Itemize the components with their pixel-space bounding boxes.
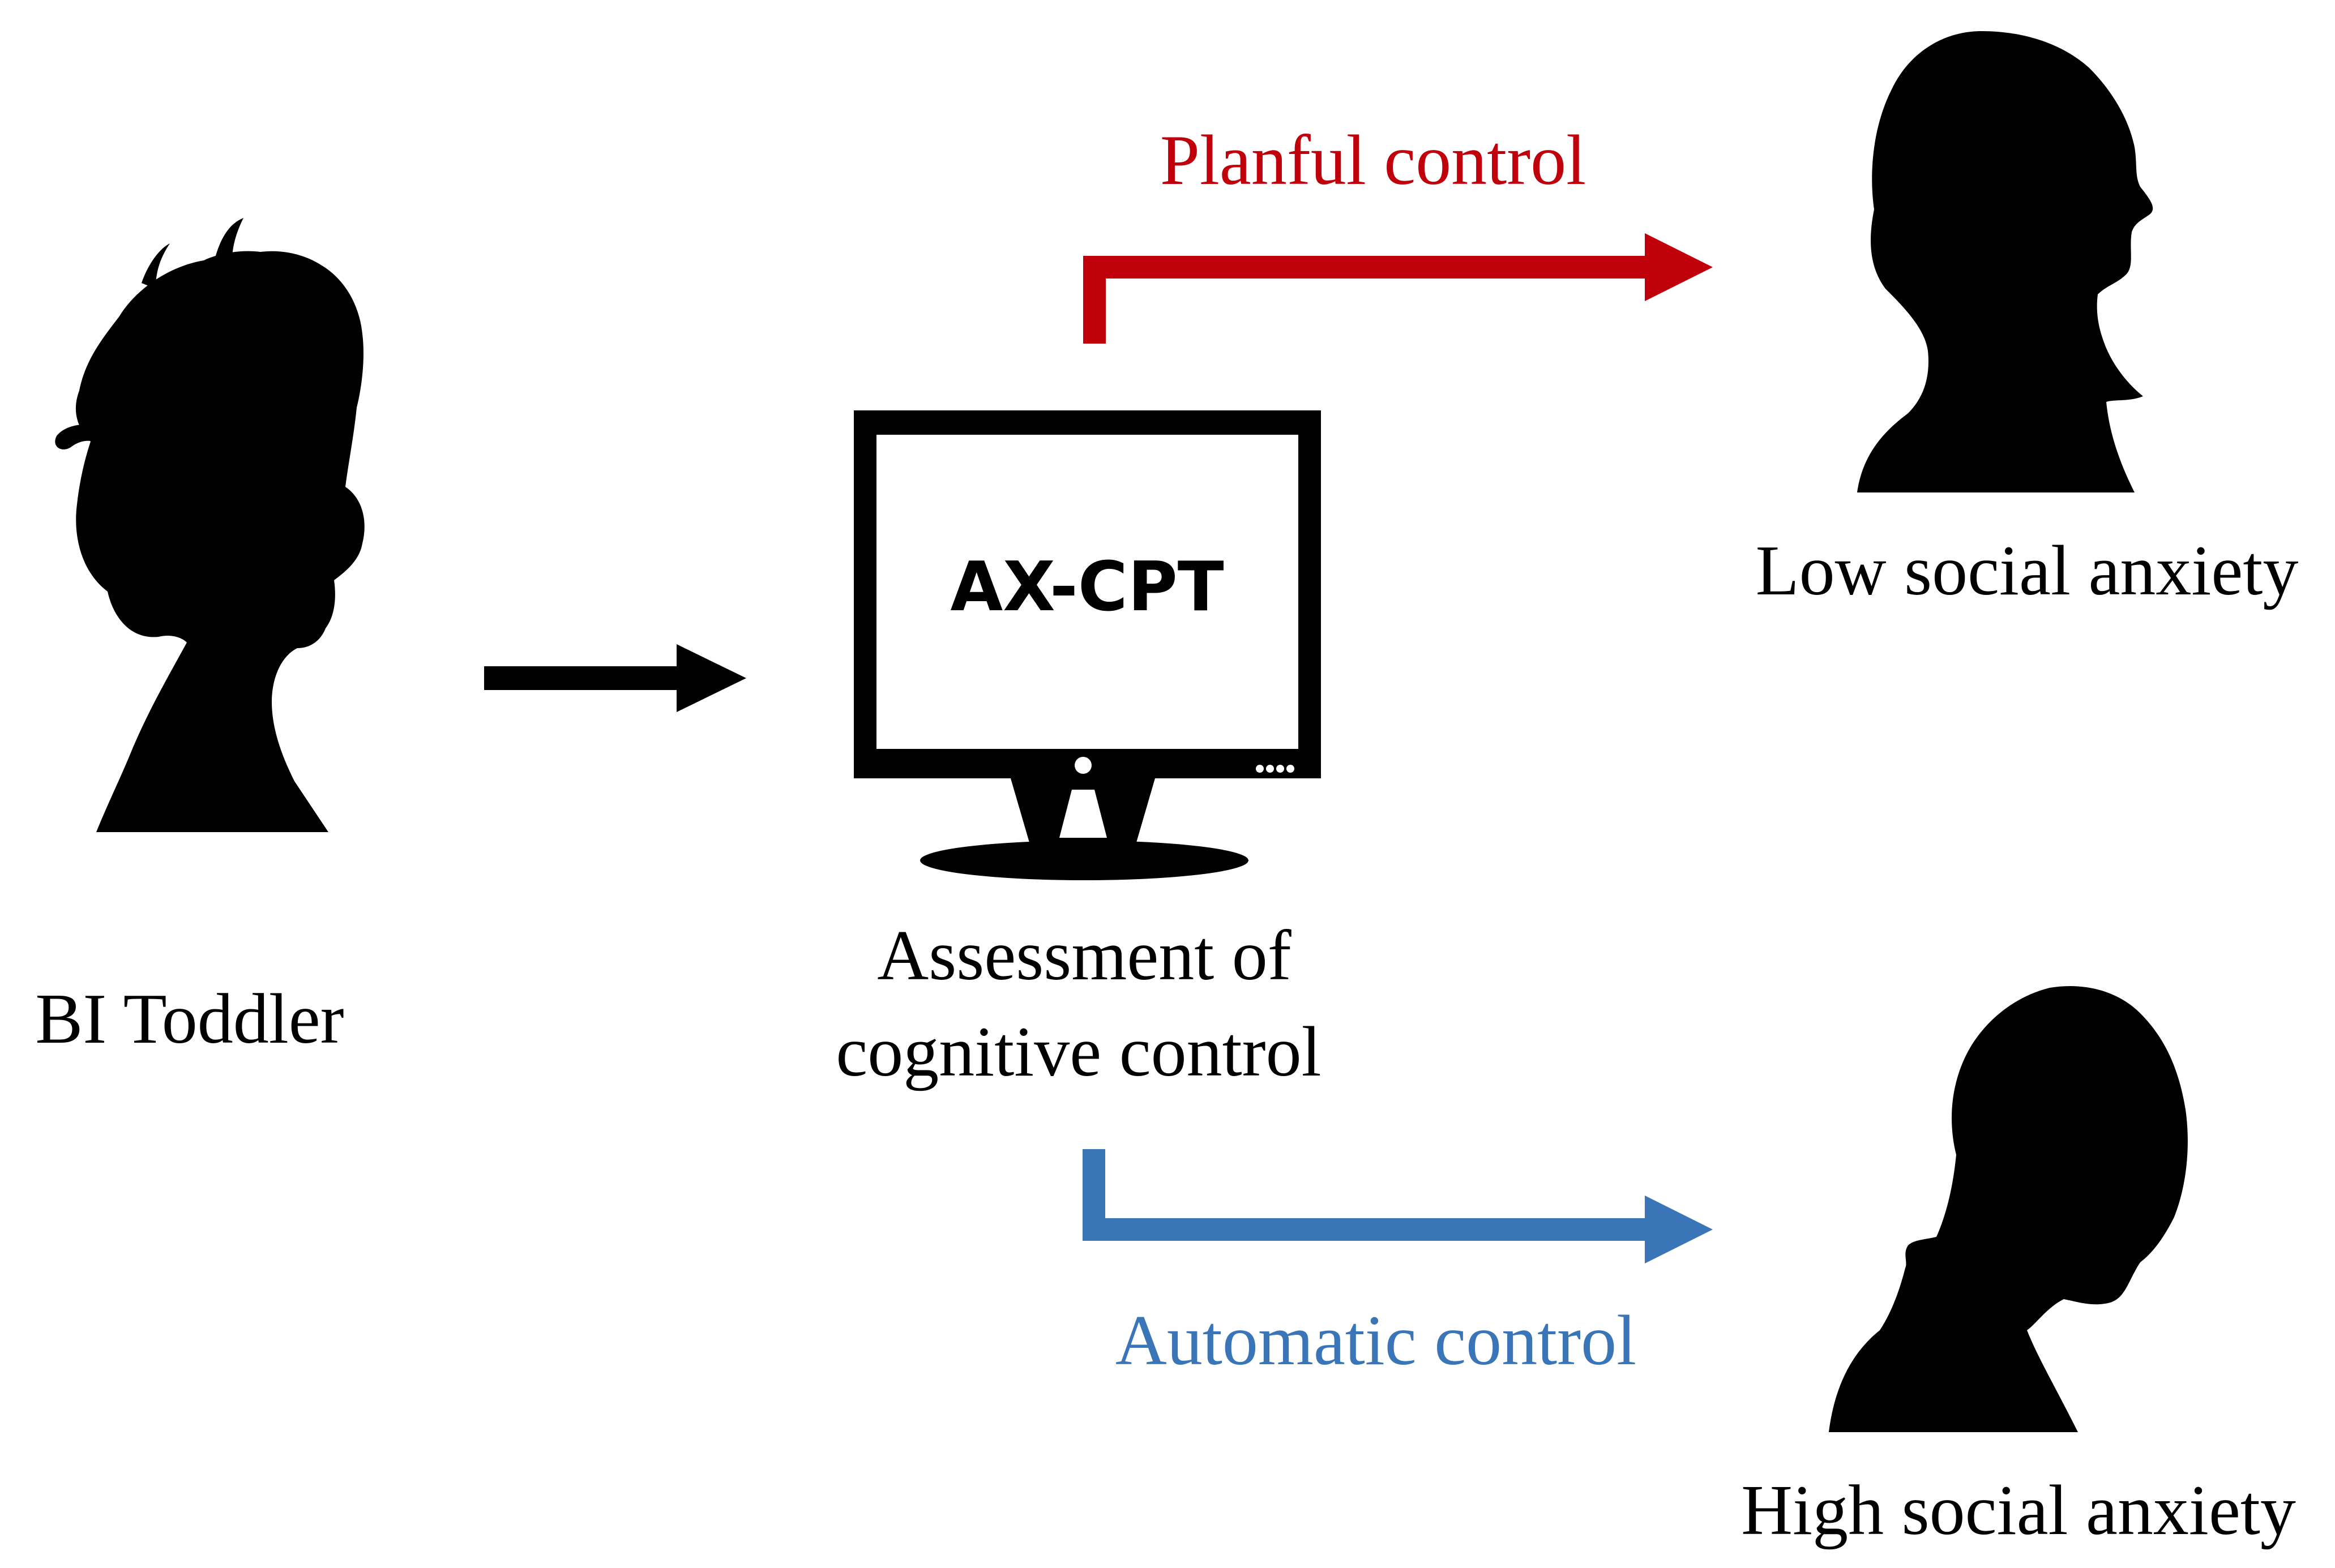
toddler-silhouette-icon: [55, 218, 365, 833]
adolescent-head-up-silhouette-icon: [1857, 31, 2153, 492]
automatic-control-arrow: [1083, 1149, 1713, 1263]
planful-control-arrow: [1083, 233, 1713, 344]
adolescent-head-down-silhouette-icon: [1829, 986, 2188, 1432]
computer-monitor-icon: [854, 410, 1321, 880]
automatic-control-label: Automatic control: [1115, 1301, 1636, 1380]
assessment-label-line1: Assessment of: [877, 916, 1291, 995]
indicator-lights-icon: [1256, 765, 1294, 773]
toddler-label: BI Toddler: [35, 980, 344, 1059]
power-button-icon: [1075, 757, 1092, 774]
low-social-anxiety-label: Low social anxiety: [1756, 532, 2299, 610]
screen-task-label: AX-CPT: [950, 548, 1224, 627]
high-social-anxiety-label: High social anxiety: [1741, 1471, 2296, 1550]
assessment-label-line2: cognitive control: [836, 1013, 1321, 1091]
planful-control-label: Planful control: [1160, 121, 1586, 200]
toddler-to-assessment-arrow: [484, 644, 746, 712]
